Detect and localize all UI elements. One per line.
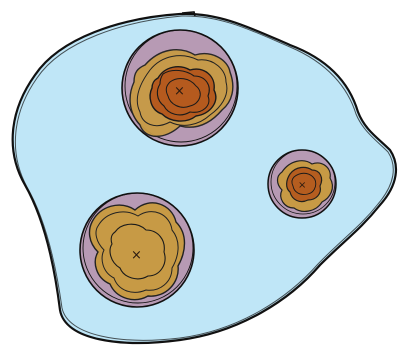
cluster-bottom-left: × [80,193,194,307]
cluster-right-center-marker: × [298,180,306,191]
cluster-top-center-marker: × [174,84,185,99]
cluster-right: × [268,150,336,218]
cluster-top: × [122,30,238,146]
cluster-bottom-left-center-marker: × [131,248,142,263]
